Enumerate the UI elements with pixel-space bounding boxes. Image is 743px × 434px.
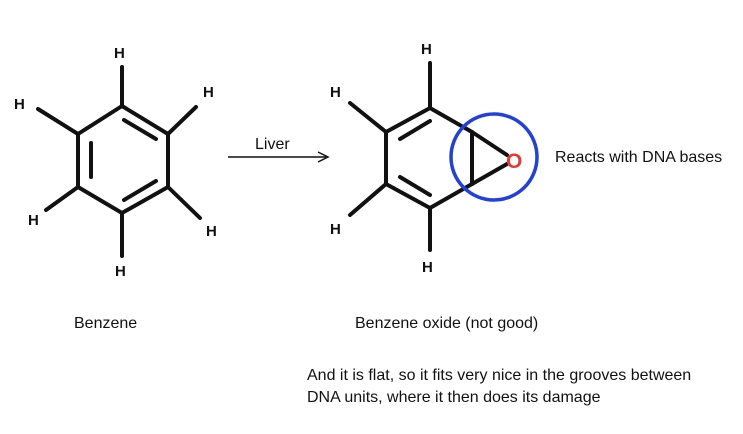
- oxide-ring-bond: [384, 182, 432, 210]
- benzene-ch-bond: [166, 185, 202, 220]
- hydrogen-atom: H: [206, 223, 217, 240]
- benzene-ring-bond: [120, 185, 170, 215]
- hydrogen-atom: H: [203, 84, 214, 101]
- oxide-ch-bond: [348, 182, 388, 217]
- epoxide-annotation: Reacts with DNA bases: [555, 149, 722, 166]
- hydrogen-atom: H: [28, 212, 39, 229]
- oxide-ring-bond: [384, 106, 432, 134]
- benzene-ch-bond: [44, 185, 80, 212]
- oxide-ring-bond: [428, 106, 474, 134]
- benzene-ring-bond: [76, 104, 124, 136]
- benzene-oxide-molecule: O H H H H: [330, 41, 539, 276]
- benzene-oxide-caption: Benzene oxide (not good): [355, 315, 538, 332]
- benzene-molecule: H H H H H H: [14, 45, 217, 280]
- oxygen-atom: O: [506, 150, 522, 173]
- arrow-head: [317, 151, 330, 163]
- epoxide-bond: [470, 162, 509, 186]
- hydrogen-atom: H: [330, 84, 341, 101]
- hydrogen-atom: H: [421, 41, 432, 58]
- hydrogen-atom: H: [422, 259, 433, 276]
- benzene-double-bond: [122, 118, 158, 141]
- note-line: DNA units, where it then does its damage: [307, 389, 601, 406]
- benzene-ch-bond: [36, 107, 80, 136]
- benzene-caption: Benzene: [74, 315, 137, 332]
- explanation-note: And it is flat, so it fits very nice in …: [307, 365, 737, 409]
- arrow-label: Liver: [255, 136, 290, 153]
- benzene-ring-bond: [76, 185, 124, 215]
- oxide-double-bond: [398, 175, 432, 197]
- note-line: And it is flat, so it fits very nice in …: [307, 367, 692, 384]
- benzene-double-bond: [122, 179, 158, 202]
- oxide-ch-bond: [348, 101, 388, 134]
- hydrogen-atom: H: [14, 96, 25, 113]
- hydrogen-atom: H: [115, 263, 126, 280]
- epoxide-bond: [470, 130, 509, 157]
- benzene-ring-bond: [120, 104, 170, 136]
- oxide-double-bond: [398, 119, 432, 141]
- reaction-arrow: [228, 151, 330, 163]
- benzene-ch-bond: [166, 105, 198, 136]
- epoxide-highlight-circle: [449, 112, 539, 202]
- hydrogen-atom: H: [330, 221, 341, 238]
- hydrogen-atom: H: [114, 45, 125, 62]
